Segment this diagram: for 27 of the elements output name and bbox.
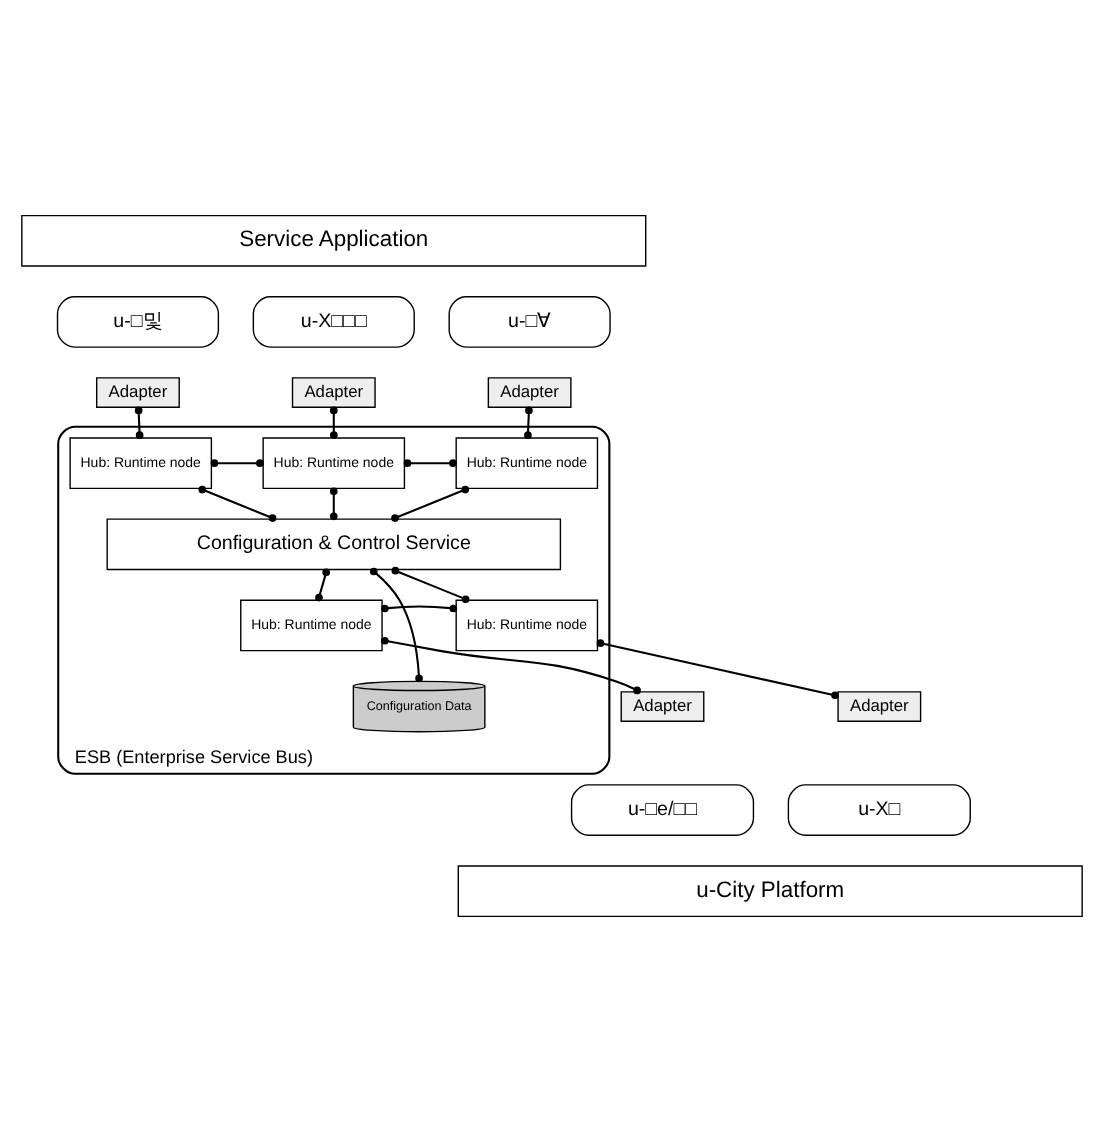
connector [596,638,839,699]
connector [210,458,264,467]
connector [134,405,144,438]
node-box: u-□e/□□ [570,783,755,835]
node-box: Adapter [487,376,572,407]
node-box: u-□∀ [448,295,611,347]
connector [391,484,470,521]
connector [369,566,423,682]
node-box: u-X□□□ [252,295,415,347]
node-box: u-□및 [56,295,220,347]
connector [403,458,457,467]
node-box: Adapter [837,690,922,721]
node-box: u-X□ [787,783,971,835]
node-box: Service Application [21,213,647,266]
connector [329,486,338,520]
connector [380,635,641,694]
connector [198,484,277,521]
node-box: u-City Platform [457,864,1083,917]
connector [329,405,338,438]
node-box: Adapter [291,376,376,407]
connector [315,567,331,601]
node-box: Adapter [620,690,705,721]
connector [391,565,470,603]
connector [381,603,458,612]
node-box: Configuration & Control Service [106,517,562,570]
connector [524,405,533,438]
node-box: Adapter [96,376,180,407]
